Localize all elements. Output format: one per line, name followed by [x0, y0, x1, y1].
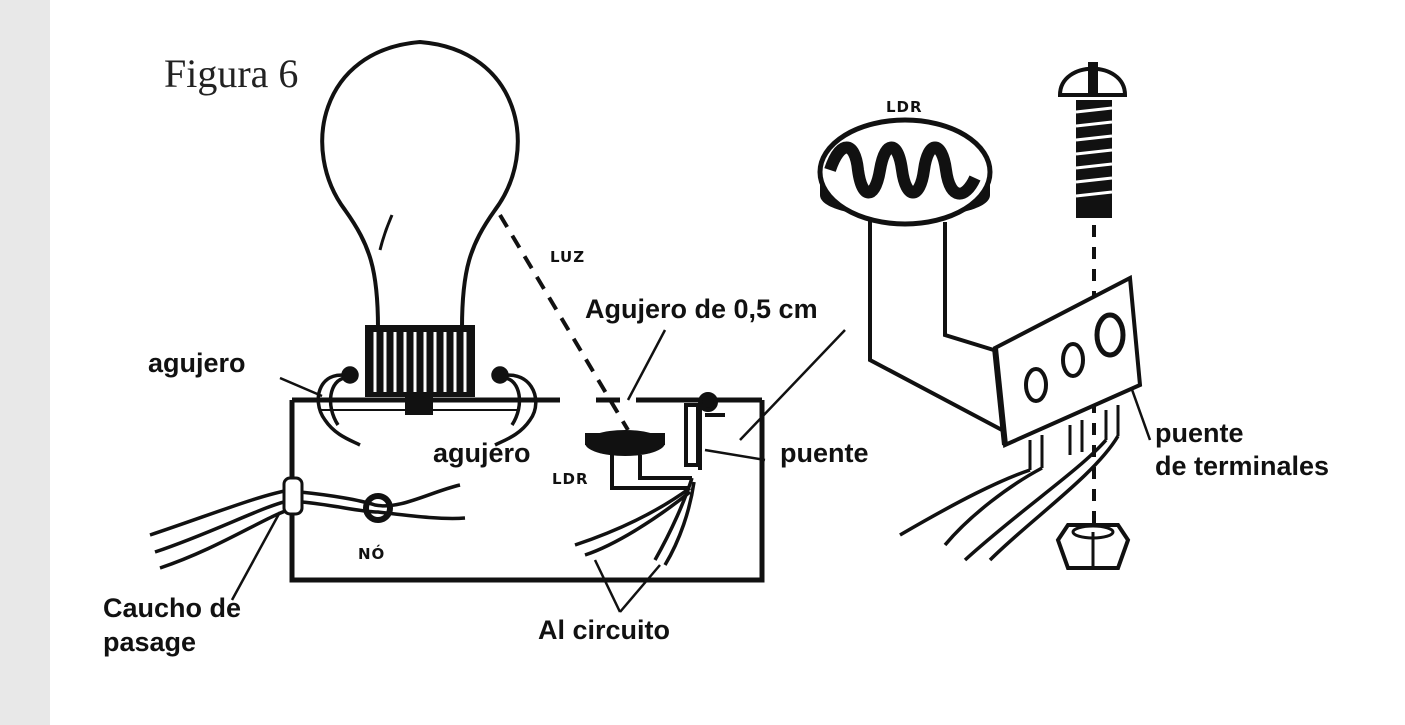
- knot-label: NÓ: [358, 545, 386, 563]
- nut-drawing: [1055, 523, 1131, 570]
- light-bulb: [320, 39, 520, 330]
- light-path: [498, 213, 630, 432]
- leader-lines: [230, 329, 1152, 613]
- hole-label-top: agujero: [148, 348, 246, 378]
- ldr-detail-label: LDR: [886, 98, 923, 116]
- ldr-box-label: LDR: [552, 470, 589, 488]
- terminal-bridge-label-line1: puente: [1155, 418, 1244, 448]
- circuit-wires: [574, 477, 696, 566]
- ldr-detail-drawing: [817, 117, 1011, 432]
- scan-margin: [0, 0, 50, 725]
- bulb-socket: [365, 325, 475, 415]
- grommet-label-line1: Caucho de: [103, 593, 242, 623]
- figure-title: Figura 6: [164, 51, 299, 96]
- terminal-bridge-in-box: [684, 392, 725, 470]
- hole-label-mid: agujero: [433, 438, 531, 468]
- screw-drawing: [1057, 62, 1128, 525]
- light-label: LUZ: [550, 248, 586, 266]
- bridge-label: puente: [780, 438, 869, 468]
- socket-wires: [316, 366, 538, 447]
- to-circuit-label: Al circuito: [538, 615, 671, 645]
- grommet-label-line2: pasage: [103, 627, 197, 657]
- terminal-bridge-label-line2: de terminales: [1155, 451, 1330, 481]
- ldr-in-box: [585, 430, 692, 490]
- mains-cable: [149, 476, 466, 570]
- terminal-strip-drawing: [992, 274, 1143, 470]
- hole-size-label: Agujero de 0,5 cm: [585, 294, 818, 324]
- detail-wires: [899, 435, 1120, 562]
